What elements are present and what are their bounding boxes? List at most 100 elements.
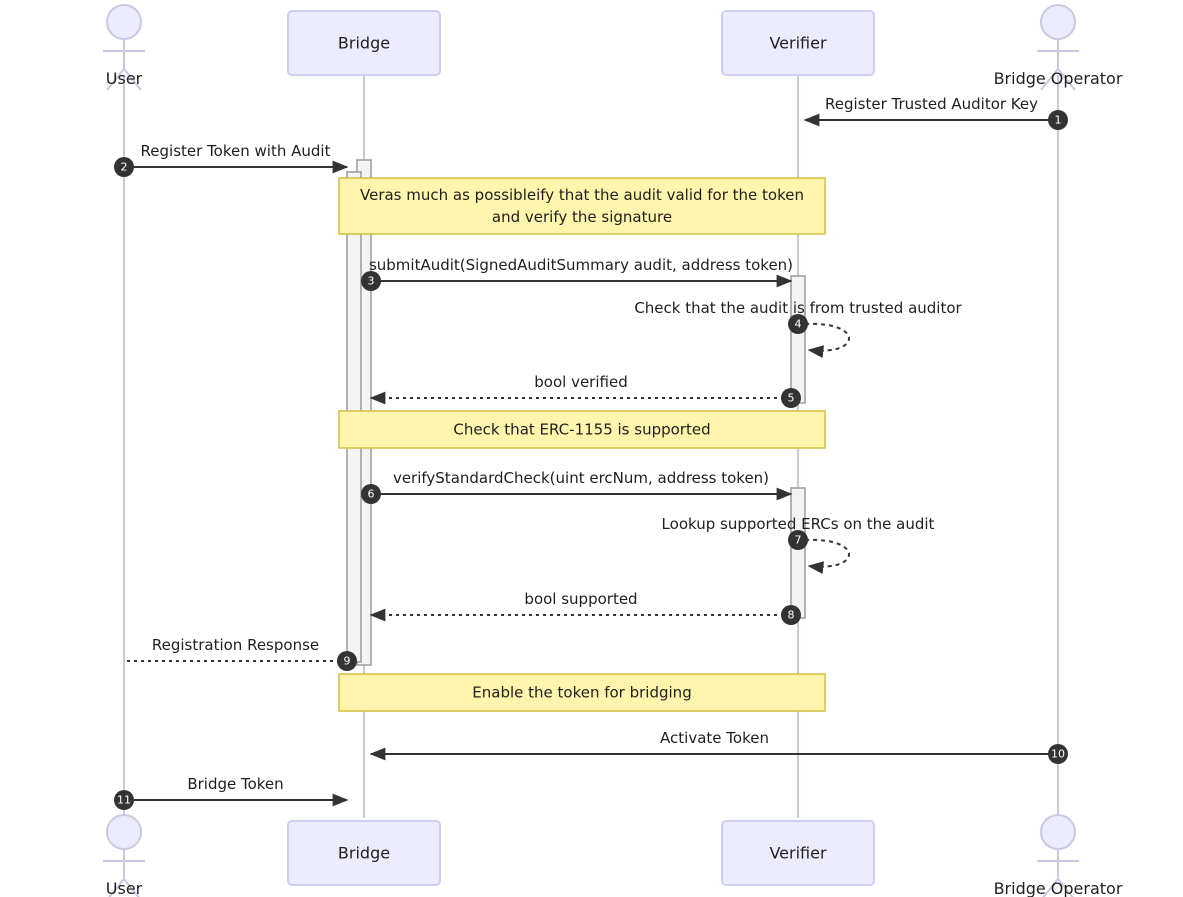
sequence-badge-circle — [781, 605, 801, 625]
actor-leg-left — [106, 68, 125, 91]
note-line: Check that ERC-1155 is supported — [453, 421, 710, 439]
sequence-badge: 4 — [788, 314, 808, 334]
sequence-badge: 7 — [788, 530, 808, 550]
actor-operator-top[interactable]: Bridge Operator — [994, 4, 1123, 91]
participant-box — [721, 820, 875, 886]
participant-label-user: User — [106, 69, 143, 88]
sequence-badge-label: 11 — [117, 794, 131, 807]
sequence-badge: 9 — [337, 651, 357, 671]
message-label: verifyStandardCheck(uint ercNum, address… — [393, 469, 769, 487]
message-5: bool verified 5 — [369, 373, 801, 408]
participant-label-verifier: Verifier — [769, 34, 826, 53]
sequence-badge: 10 — [1048, 744, 1068, 764]
notes-layer: Veras much as possibleify that the audit… — [338, 177, 826, 712]
participant-bridge-top[interactable]: Bridge — [287, 10, 441, 76]
participant-label-operator: Bridge Operator — [994, 69, 1123, 88]
activation-bar-verifier — [790, 275, 806, 404]
participant-box — [287, 820, 441, 886]
message-10: Activate Token 10 — [369, 729, 1068, 764]
message-3: submitAudit(SignedAuditSummary audit, ad… — [361, 256, 793, 291]
actor-operator-bottom[interactable]: Bridge Operator — [994, 814, 1123, 897]
actor-head-icon — [106, 814, 142, 850]
sequence-badge-label: 10 — [1051, 748, 1065, 761]
message-2: Register Token with Audit 2 — [114, 142, 349, 177]
sequence-badge: 5 — [781, 388, 801, 408]
message-label: Bridge Token — [187, 775, 283, 793]
actor-user-top[interactable]: User — [103, 4, 145, 91]
activations-layer — [346, 159, 806, 666]
sequence-badge: 6 — [361, 484, 381, 504]
sequence-badge-circle — [337, 651, 357, 671]
actor-leg-right — [1057, 68, 1076, 91]
sequence-badge-circle — [361, 484, 381, 504]
message-self-loop — [804, 322, 850, 358]
message-label: Register Token with Audit — [141, 142, 331, 160]
sequence-badge-label: 5 — [788, 392, 795, 405]
activation-bar-verifier — [790, 487, 806, 619]
actor-head-icon — [1040, 814, 1076, 850]
sequence-badge-circle — [114, 790, 134, 810]
participant-box — [287, 10, 441, 76]
sequence-badge-label: 8 — [788, 609, 795, 622]
participant-label-bridge: Bridge — [338, 844, 390, 863]
message-8: bool supported 8 — [369, 590, 801, 625]
message-self-loop — [804, 538, 850, 574]
participant-box — [721, 10, 875, 76]
sequence-badge-label: 2 — [121, 161, 128, 174]
note-note-enable-token: Enable the token for bridging — [338, 673, 826, 712]
sequence-badge: 1 — [1048, 110, 1068, 130]
sequence-badge-label: 7 — [795, 534, 802, 547]
sequence-badge-label: 4 — [795, 318, 802, 331]
message-label: Registration Response — [152, 636, 319, 654]
note-line: Veras much as possibleify that the audit… — [360, 186, 804, 204]
note-background — [338, 410, 826, 449]
note-background — [338, 673, 826, 712]
sequence-badge-circle — [361, 271, 381, 291]
note-note-verify-audit: Veras much as possibleify that the audit… — [338, 177, 826, 235]
note-line: and verify the signature — [492, 208, 672, 226]
message-9: Registration Response 9 — [124, 636, 357, 671]
message-label: bool supported — [524, 590, 637, 608]
sequence-badge-circle — [114, 157, 134, 177]
message-4: Check that the audit is from trusted aud… — [634, 299, 963, 358]
participant-label-bridge: Bridge — [338, 34, 390, 53]
participant-bridge-bottom[interactable]: Bridge — [287, 820, 441, 886]
sequence-badge-label: 1 — [1055, 114, 1062, 127]
actor-leg-left — [1040, 68, 1059, 91]
sequence-badge-circle — [1048, 110, 1068, 130]
message-label: Activate Token — [660, 729, 769, 747]
sequence-badge: 8 — [781, 605, 801, 625]
sequence-badge-circle — [1048, 744, 1068, 764]
participant-label-verifier: Verifier — [769, 844, 826, 863]
sequence-badge-circle — [781, 388, 801, 408]
note-background — [338, 177, 826, 235]
participant-label-user: User — [106, 879, 143, 897]
actor-head-icon — [1040, 4, 1076, 40]
participant-verifier-top[interactable]: Verifier — [721, 10, 875, 76]
sequence-badge-circle — [788, 314, 808, 334]
sequence-badge: 2 — [114, 157, 134, 177]
sequence-badge: 3 — [361, 271, 381, 291]
note-note-erc-1155: Check that ERC-1155 is supported — [338, 410, 826, 449]
message-6: verifyStandardCheck(uint ercNum, address… — [361, 469, 793, 504]
actor-user-bottom[interactable]: User — [103, 814, 145, 897]
message-label: bool verified — [534, 373, 627, 391]
actor-leg-right — [123, 68, 142, 91]
note-line: Enable the token for bridging — [472, 684, 691, 702]
sequence-badge-circle — [788, 530, 808, 550]
participant-label-operator: Bridge Operator — [994, 879, 1123, 897]
sequence-badge-label: 3 — [368, 275, 375, 288]
sequence-badge: 11 — [114, 790, 134, 810]
participant-verifier-bottom[interactable]: Verifier — [721, 820, 875, 886]
message-label: Check that the audit is from trusted aud… — [634, 299, 962, 317]
message-label: Lookup supported ERCs on the audit — [662, 515, 935, 533]
message-11: Bridge Token 11 — [114, 775, 349, 810]
sequence-badge-label: 6 — [368, 488, 375, 501]
